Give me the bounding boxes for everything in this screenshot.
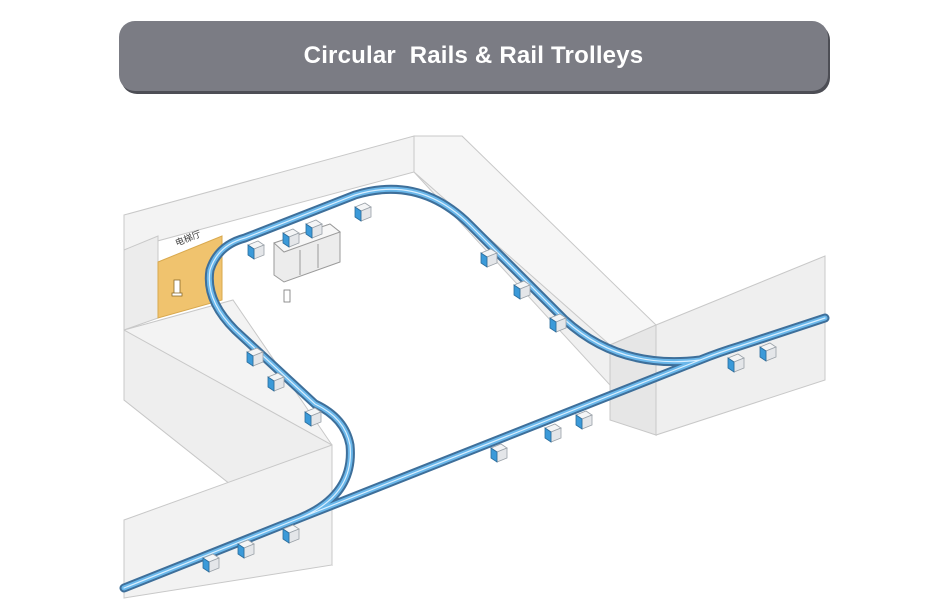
trolley-icon	[759, 342, 777, 362]
trolley-icon	[305, 219, 323, 239]
trolley-icon	[480, 248, 498, 268]
title-text: Circular Rails & Rail Trolleys	[303, 42, 644, 69]
trolley-icon	[282, 228, 300, 248]
trolley-icon	[727, 353, 745, 373]
trolley-icon	[304, 407, 322, 427]
trolley-icon	[267, 372, 285, 392]
person-icon	[283, 289, 291, 303]
building-walls	[123, 135, 826, 599]
trolley-icon	[282, 524, 300, 544]
trolley-icon	[246, 347, 264, 367]
trolley-icon	[544, 423, 562, 443]
elevator-hall	[157, 235, 223, 319]
trolley-icon	[354, 202, 372, 222]
rail-track	[119, 184, 830, 593]
elevator-door-icon	[171, 279, 183, 297]
trolleys	[202, 202, 777, 573]
title-banner: Circular Rails & Rail Trolleys	[119, 21, 828, 91]
trolley-icon	[549, 313, 567, 333]
trolley-icon	[575, 410, 593, 430]
trolley-icon	[237, 539, 255, 559]
trolley-icon	[247, 240, 265, 260]
trolley-icon	[513, 280, 531, 300]
trolley-icon	[202, 553, 220, 573]
trolley-icon	[490, 443, 508, 463]
